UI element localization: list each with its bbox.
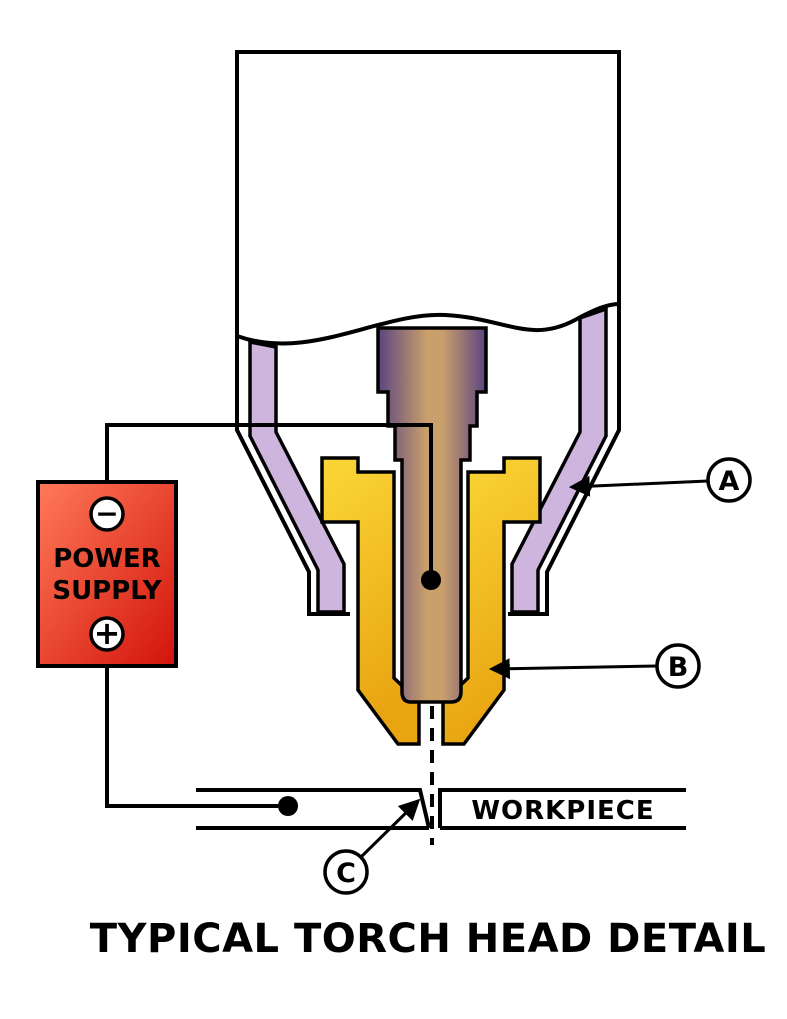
nozzle-right	[441, 456, 542, 746]
callout-a-circle	[706, 457, 752, 503]
callout-b-leader-arrow	[488, 658, 658, 680]
callout-b-circle	[655, 643, 701, 689]
callout-c-leader-arrow	[359, 798, 421, 859]
workpiece-label: WORKPIECE	[471, 796, 654, 826]
workpiece-connection-dot	[278, 796, 298, 816]
electrode-connection-dot	[421, 570, 441, 590]
workpiece-right-plate	[438, 788, 686, 830]
callout-a-leader-arrow	[568, 475, 709, 497]
power-supply-label-line2: SUPPLY	[52, 576, 162, 606]
callout-c-label: C	[336, 858, 356, 889]
body-break-line	[236, 302, 620, 346]
callout-c-circle	[323, 849, 369, 895]
negative-terminal-symbol: −	[95, 497, 118, 530]
diagram-title: TYPICAL TORCH HEAD DETAIL	[90, 916, 766, 962]
negative-terminal-icon	[89, 496, 125, 532]
positive-terminal-icon	[89, 616, 125, 652]
electrode-wire	[105, 423, 433, 580]
workpiece-left-plate	[196, 788, 431, 830]
power-supply-label-line1: POWER	[53, 544, 161, 574]
callout-a-label: A	[719, 466, 740, 497]
workpiece-wire	[105, 666, 288, 808]
shield-cap-left	[248, 339, 346, 614]
nozzle-left	[320, 456, 421, 746]
callout-b-label: B	[668, 652, 689, 683]
positive-terminal-symbol: +	[94, 614, 121, 652]
